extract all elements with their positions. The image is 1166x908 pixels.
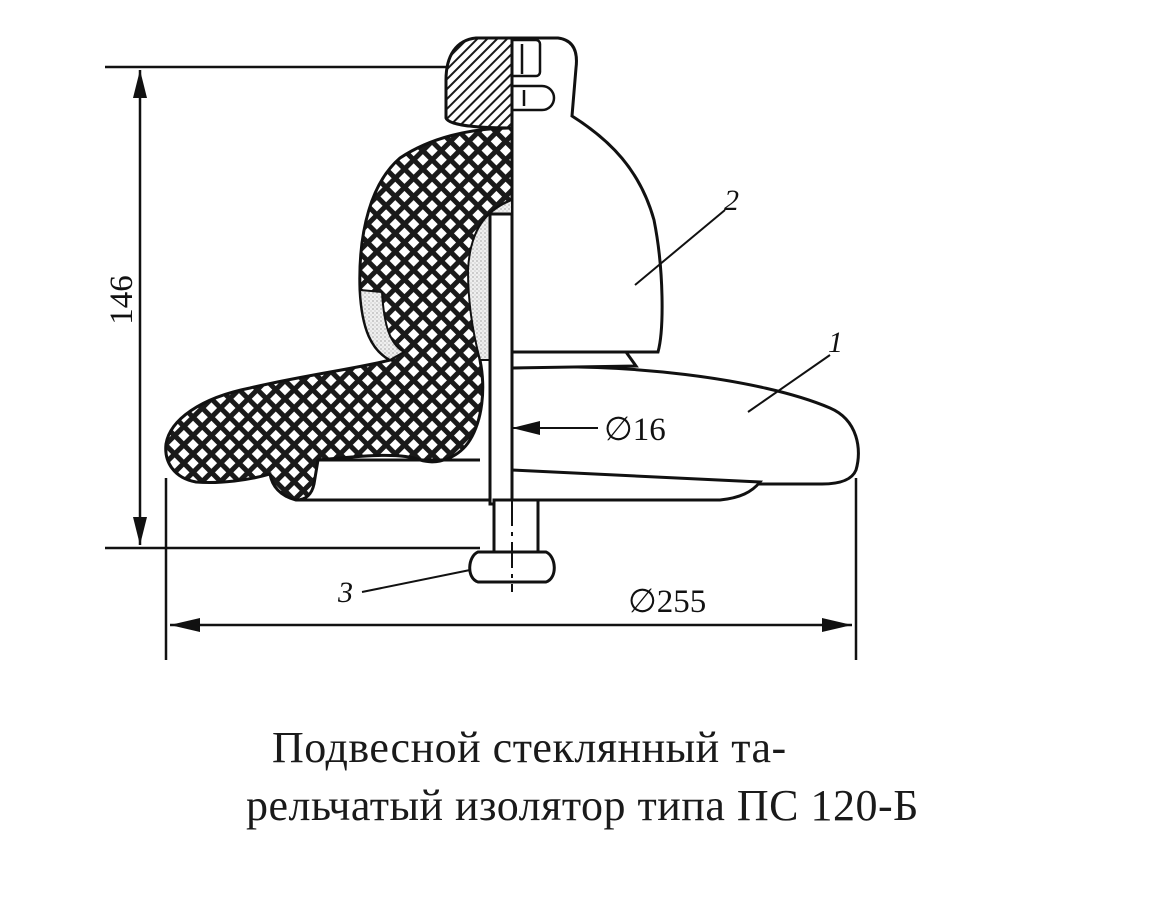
caption-line-2: рельчатый изолятор типа ПС 120-Б (246, 781, 919, 830)
height-dimension (105, 65, 480, 550)
insulator-drawing: 146 ∅16 ∅255 1 2 3 (104, 36, 860, 660)
glass-shell (510, 365, 860, 502)
part-label-cap: 2 (724, 184, 739, 217)
cap-section (444, 36, 514, 130)
part-label-pin: 3 (337, 576, 353, 609)
metal-cap (510, 36, 664, 370)
shell-diameter-label: ∅255 (628, 584, 706, 620)
diameter-dimension (164, 478, 858, 660)
caption-line-1: Подвесной стеклянный та- (272, 723, 787, 772)
part-label-shell: 1 (828, 326, 843, 359)
shell-rim-line (296, 458, 512, 502)
leader-lines (361, 209, 831, 593)
pin-diameter-label: ∅16 (604, 412, 666, 448)
shell-section (164, 126, 514, 502)
height-label: 146 (104, 275, 140, 325)
